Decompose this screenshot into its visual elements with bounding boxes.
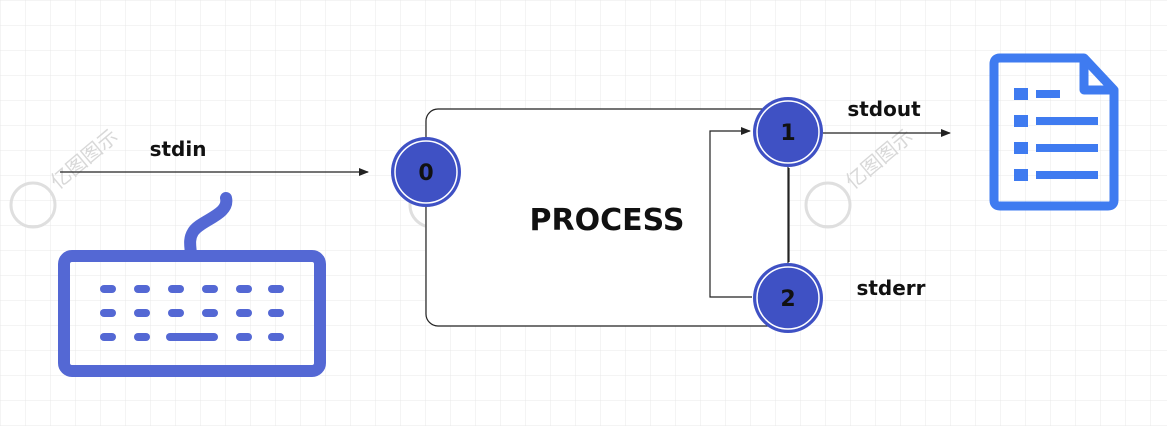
stderr-redirect-arrow bbox=[709, 127, 752, 298]
fd-node-1: 1 bbox=[753, 97, 823, 167]
keyboard-icon bbox=[58, 192, 326, 377]
fd-node-0: 0 bbox=[391, 137, 461, 207]
stdin-label: stdin bbox=[150, 137, 207, 161]
stderr-label: stderr bbox=[856, 276, 925, 300]
stdout-label: stdout bbox=[847, 97, 921, 121]
process-box bbox=[425, 108, 789, 327]
fd-node-2: 2 bbox=[753, 263, 823, 333]
fd-label-1: 1 bbox=[780, 121, 795, 146]
fd-label-2: 2 bbox=[780, 287, 795, 312]
fd-label-0: 0 bbox=[418, 161, 433, 186]
process-label: PROCESS bbox=[530, 203, 685, 238]
document-icon bbox=[989, 53, 1119, 211]
